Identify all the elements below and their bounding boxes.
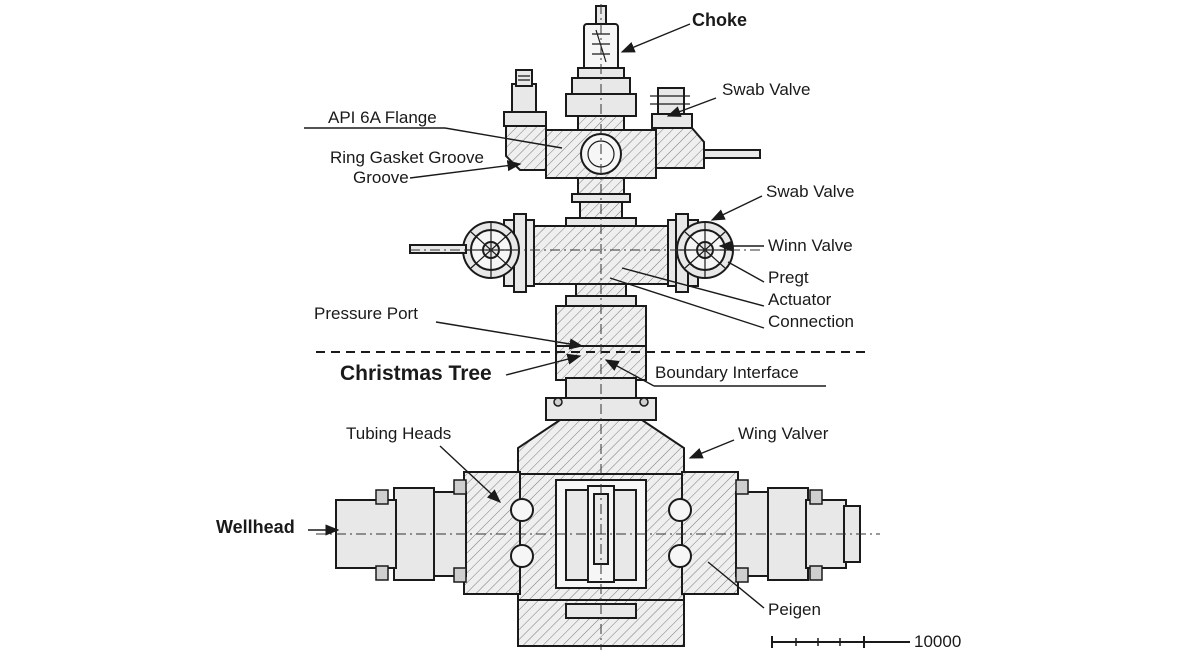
- left-outlet: [335, 471, 534, 595]
- label-swab-valve-mid: Swab Valve: [766, 182, 855, 201]
- right-outlet: [668, 471, 861, 595]
- label-connection: Connection: [768, 312, 855, 331]
- label-tubing-heads: Tubing Heads: [346, 424, 452, 443]
- middle-cross: [409, 213, 734, 309]
- label-boundary-interface: Boundary Interface: [655, 363, 799, 382]
- label-wellhead: Wellhead: [216, 517, 295, 537]
- label-pressure-port: Pressure Port: [314, 304, 418, 323]
- tubing-head-adapter: [545, 305, 657, 421]
- label-ring-gasket-groove: Ring Gasket Groove: [330, 148, 485, 167]
- leader-lines: [304, 23, 826, 609]
- label-christmas-tree: Christmas Tree: [340, 362, 492, 385]
- label-swab-valve-top: Swab Valve: [722, 80, 811, 99]
- label-peigen: Peigen: [768, 600, 821, 619]
- label-pregt: Pregt: [768, 268, 809, 287]
- label-choke: Choke: [692, 10, 748, 30]
- label-wing-valver: Wing Valver: [738, 424, 829, 443]
- label-groove: Groove: [353, 168, 409, 187]
- label-api-flange: API 6A Flange: [328, 108, 437, 127]
- label-winn-valve: Winn Valve: [768, 236, 853, 255]
- label-actuator: Actuator: [768, 290, 832, 309]
- scale-bar: [771, 636, 910, 648]
- scale-value: 10000: [914, 632, 962, 651]
